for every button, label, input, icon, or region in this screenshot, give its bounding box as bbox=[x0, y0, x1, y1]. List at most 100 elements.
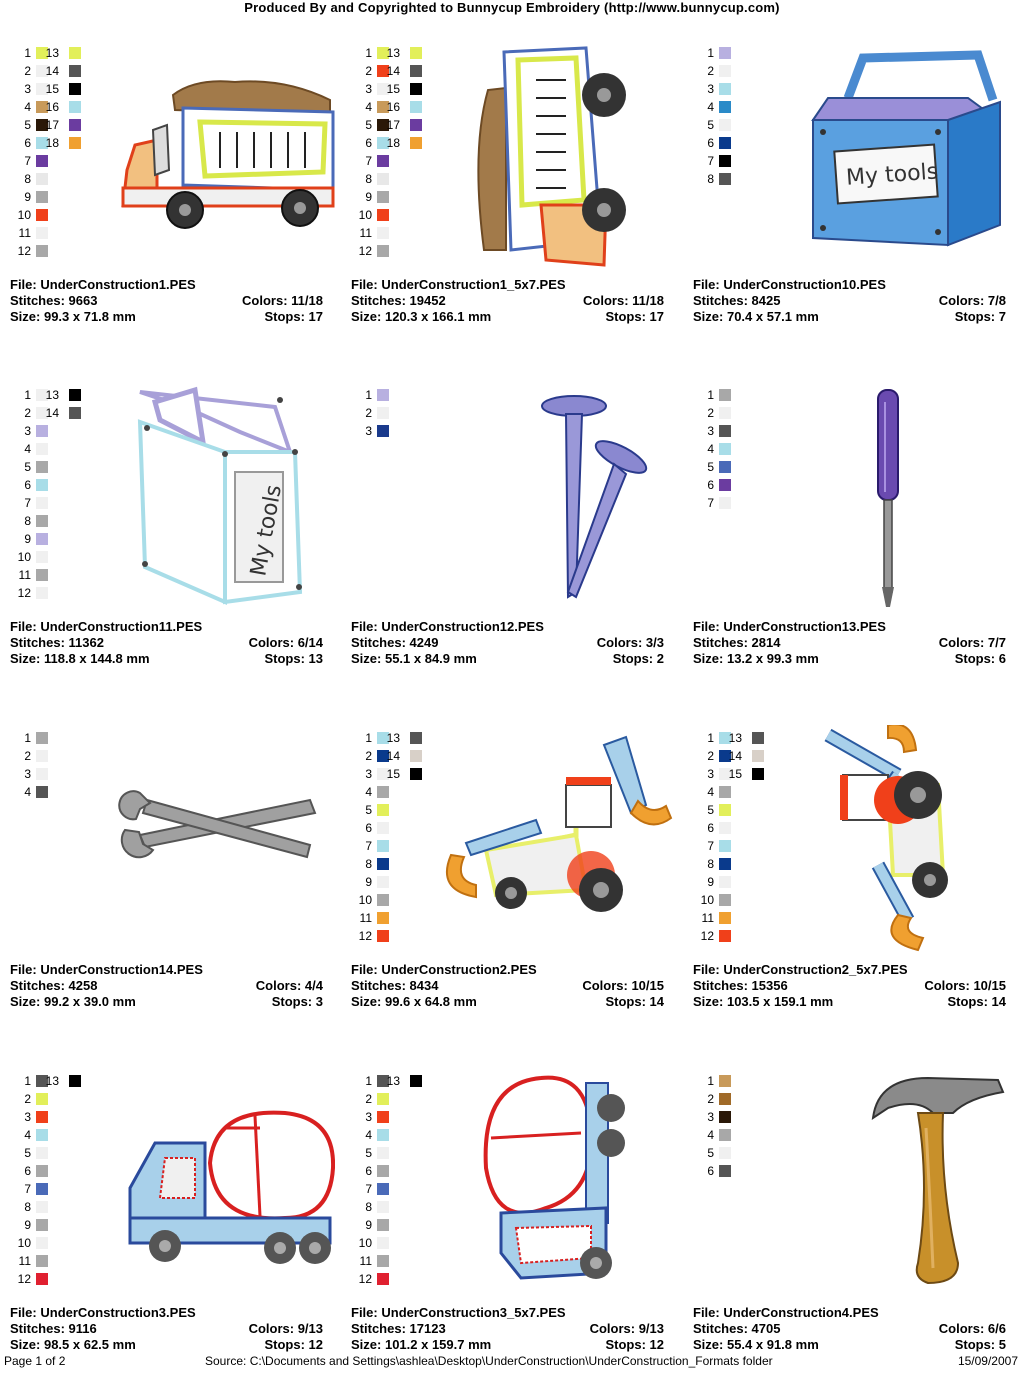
swatch-number: 7 bbox=[365, 154, 372, 168]
colors-value: 10/15 bbox=[973, 978, 1006, 993]
stitches-label: Stitches: bbox=[351, 1321, 406, 1336]
swatch-number: 15 bbox=[728, 767, 742, 781]
color-swatch bbox=[719, 894, 731, 906]
color-swatch bbox=[36, 497, 48, 509]
color-swatch bbox=[410, 1075, 422, 1087]
color-swatch bbox=[719, 858, 731, 870]
colors-value: 7/8 bbox=[987, 293, 1006, 308]
file-name: UnderConstruction3.PES bbox=[40, 1305, 196, 1320]
file-name: UnderConstruction12.PES bbox=[381, 619, 544, 634]
color-swatch bbox=[377, 155, 389, 167]
stops-value: 17 bbox=[308, 309, 323, 324]
color-swatch bbox=[719, 804, 731, 816]
swatch-number: 3 bbox=[365, 767, 372, 781]
swatch-number: 15 bbox=[386, 82, 400, 96]
color-swatch bbox=[36, 479, 48, 491]
stitches-value: 4705 bbox=[751, 1321, 781, 1336]
color-swatch bbox=[719, 732, 731, 744]
color-swatch bbox=[719, 425, 731, 437]
swatch-number: 4 bbox=[24, 785, 31, 799]
color-swatch bbox=[719, 389, 731, 401]
color-swatch bbox=[377, 750, 389, 762]
swatch-number: 4 bbox=[365, 785, 372, 799]
swatch-number: 3 bbox=[24, 424, 31, 438]
size-label: Size: bbox=[351, 1337, 382, 1352]
color-swatch bbox=[36, 101, 48, 113]
color-swatch bbox=[719, 1165, 731, 1177]
swatch-number: 6 bbox=[24, 136, 31, 150]
color-swatch bbox=[69, 101, 81, 113]
size-label: Size: bbox=[693, 309, 724, 324]
swatch-number: 18 bbox=[45, 136, 59, 150]
page-number: Page 1 of 2 bbox=[4, 1354, 66, 1368]
color-swatch bbox=[36, 119, 48, 131]
swatch-number: 1 bbox=[365, 388, 372, 402]
color-swatch bbox=[719, 173, 731, 185]
color-swatch bbox=[719, 1147, 731, 1159]
swatch-number: 10 bbox=[17, 208, 31, 222]
file-label: File: bbox=[10, 962, 37, 977]
swatch-number: 13 bbox=[45, 46, 59, 60]
swatch-number: 6 bbox=[24, 478, 31, 492]
color-swatch bbox=[36, 1273, 48, 1285]
color-swatch bbox=[410, 750, 422, 762]
swatch-number: 2 bbox=[707, 749, 714, 763]
swatch-number: 4 bbox=[707, 100, 714, 114]
color-swatch bbox=[377, 1165, 389, 1177]
swatch-number: 4 bbox=[707, 442, 714, 456]
stitches-value: 8434 bbox=[409, 978, 439, 993]
color-swatch bbox=[719, 1111, 731, 1123]
stops-label: Stops: bbox=[271, 994, 313, 1009]
backhoe-icon bbox=[426, 725, 676, 955]
swatch-number: 4 bbox=[24, 442, 31, 456]
color-swatch bbox=[719, 1093, 731, 1105]
swatch-number: 7 bbox=[24, 1182, 31, 1196]
color-swatch bbox=[377, 389, 389, 401]
swatch-number: 12 bbox=[17, 1272, 31, 1286]
screwdriver-icon bbox=[768, 382, 1018, 612]
color-swatch bbox=[36, 1183, 48, 1195]
color-swatch bbox=[719, 1075, 731, 1087]
color-swatch bbox=[36, 443, 48, 455]
colors-label: Colors: bbox=[938, 293, 985, 308]
colors-value: 4/4 bbox=[304, 978, 323, 993]
stops-label: Stops: bbox=[954, 651, 996, 666]
swatch-number: 6 bbox=[365, 136, 372, 150]
color-swatch bbox=[377, 83, 389, 95]
color-swatch bbox=[719, 47, 731, 59]
swatch-number: 1 bbox=[24, 731, 31, 745]
file-label: File: bbox=[10, 1305, 37, 1320]
color-swatch bbox=[719, 822, 731, 834]
color-swatch bbox=[36, 1165, 48, 1177]
colors-label: Colors: bbox=[938, 635, 985, 650]
size-label: Size: bbox=[10, 1337, 41, 1352]
color-swatch bbox=[410, 768, 422, 780]
file-name: UnderConstruction1.PES bbox=[40, 277, 196, 292]
stitches-value: 9116 bbox=[68, 1321, 97, 1336]
colors-value: 6/6 bbox=[987, 1321, 1006, 1336]
file-label: File: bbox=[693, 1305, 720, 1320]
size-label: Size: bbox=[351, 309, 382, 324]
colors-value: 6/14 bbox=[297, 635, 323, 650]
color-swatch bbox=[377, 858, 389, 870]
swatch-number: 3 bbox=[707, 1110, 714, 1124]
toolbox-rotated-icon: My tools bbox=[85, 382, 335, 612]
swatch-number: 8 bbox=[24, 514, 31, 528]
color-swatch bbox=[69, 1075, 81, 1087]
color-swatch bbox=[377, 732, 389, 744]
file-name: UnderConstruction2.PES bbox=[381, 962, 537, 977]
swatch-number: 12 bbox=[358, 1272, 372, 1286]
swatch-number: 8 bbox=[365, 1200, 372, 1214]
page-header: Produced By and Copyrighted to Bunnycup … bbox=[244, 0, 780, 15]
color-swatch bbox=[377, 840, 389, 852]
color-swatch bbox=[377, 876, 389, 888]
colors-label: Colors: bbox=[582, 978, 628, 993]
color-swatch bbox=[410, 732, 422, 744]
colors-label: Colors: bbox=[938, 1321, 985, 1336]
swatch-number: 3 bbox=[707, 767, 714, 781]
stitches-label: Stitches: bbox=[351, 978, 406, 993]
